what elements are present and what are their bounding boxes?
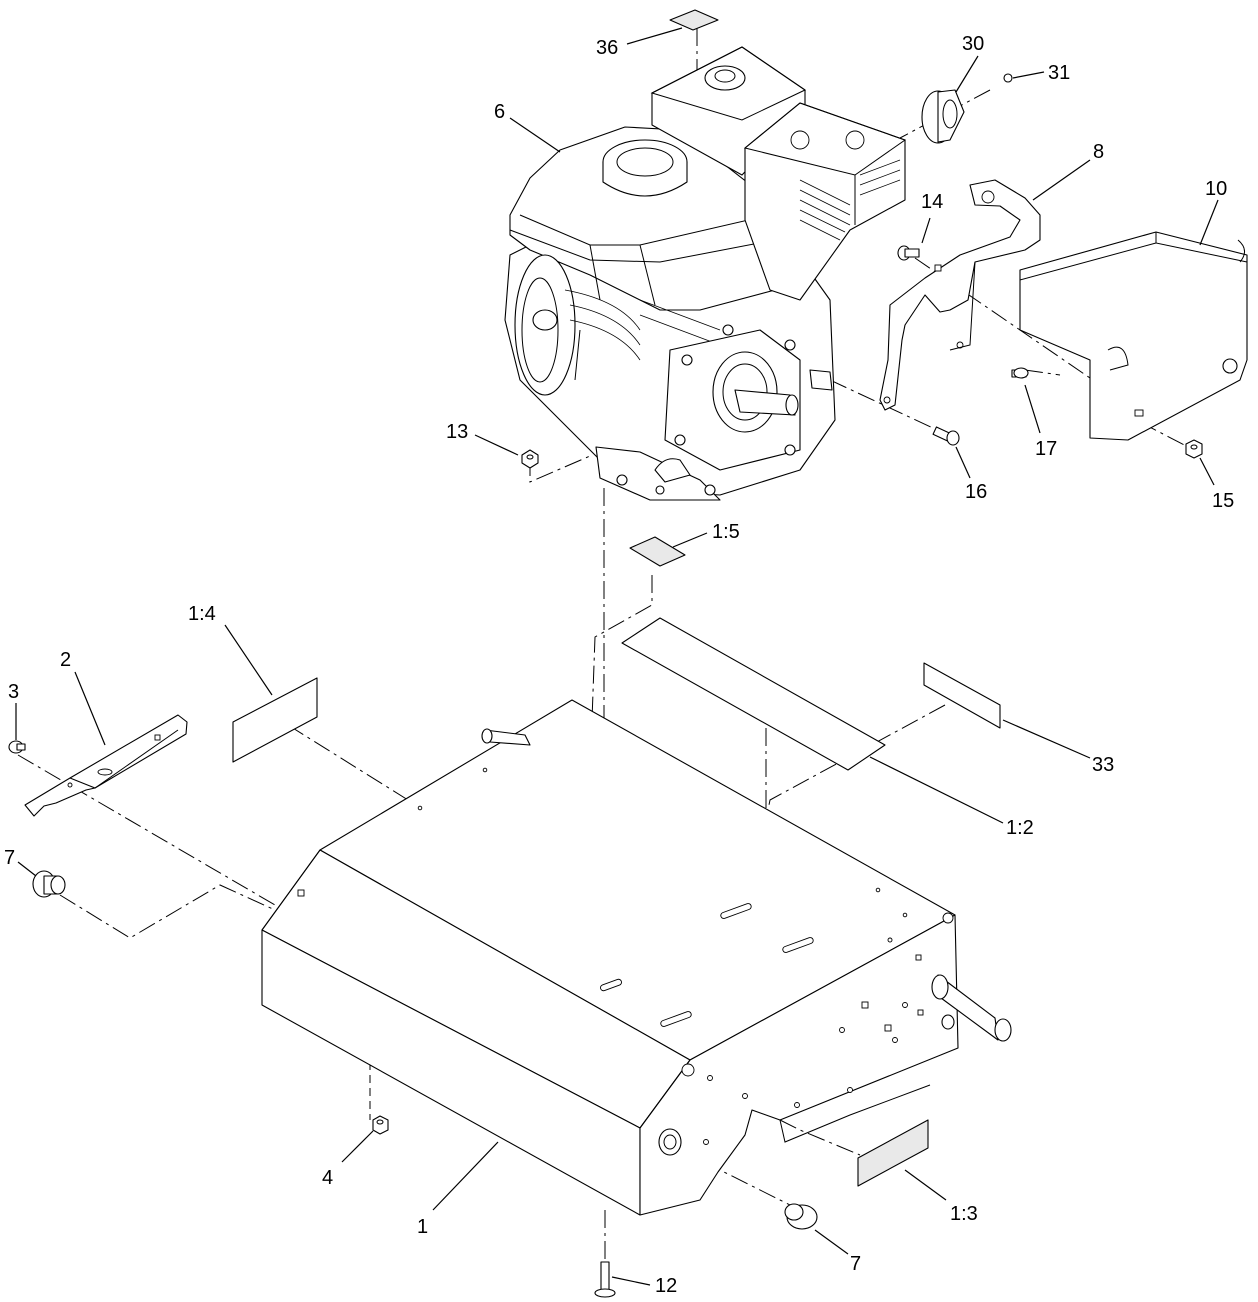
callout-8: 8 (1093, 141, 1104, 163)
plate-part-2 (24, 714, 188, 817)
callout-4: 4 (322, 1167, 333, 1189)
callout-15: 15 (1212, 490, 1234, 512)
deck-housing (261, 699, 959, 1216)
bushing-part-7-left (32, 870, 66, 898)
decal-33 (923, 662, 1001, 729)
engine-part-6 (504, 46, 907, 501)
callout-3: 3 (8, 681, 19, 703)
bushing-part-7-right (784, 1203, 818, 1230)
callout-10: 10 (1205, 178, 1227, 200)
callout-1: 1 (417, 1216, 428, 1238)
callout-31: 31 (1048, 62, 1070, 84)
callout-6: 6 (494, 101, 505, 123)
axle-shaft-right (931, 974, 1012, 1042)
decal-1-3 (857, 1119, 929, 1187)
cover-part-10 (1019, 231, 1248, 441)
callout-1-5: 1:5 (712, 521, 740, 543)
bolt-part-16 (932, 426, 960, 446)
callout-13: 13 (446, 421, 468, 443)
bolt-part-17 (1011, 367, 1029, 379)
callout-labels: 36 30 31 6 8 10 14 13 17 16 15 1:5 1:4 2… (4, 33, 1234, 1297)
callout-leaders (15, 27, 1219, 1286)
callout-36: 36 (596, 37, 618, 59)
callout-7-left: 7 (4, 847, 15, 869)
decal-1-5 (629, 536, 686, 567)
cap-part-30 (921, 89, 965, 144)
callout-14: 14 (921, 191, 943, 213)
callout-16: 16 (965, 481, 987, 503)
bracket-part-8 (879, 179, 1041, 411)
decal-36 (669, 9, 719, 31)
bolt-part-3 (8, 740, 26, 754)
callout-30: 30 (962, 33, 984, 55)
decal-1-2 (621, 617, 886, 771)
callout-1-4: 1:4 (188, 603, 216, 625)
nut-part-15 (1185, 439, 1203, 459)
callout-17: 17 (1035, 438, 1057, 460)
callout-12: 12 (655, 1275, 677, 1297)
callout-1-3: 1:3 (950, 1203, 978, 1225)
nut-part-4 (372, 1115, 389, 1135)
nut-part-13 (521, 449, 539, 469)
callout-7-right: 7 (850, 1253, 861, 1275)
bolt-part-12 (594, 1261, 616, 1298)
bolt-part-14 (897, 245, 920, 261)
bolt-part-31 (1003, 73, 1013, 83)
axle-shaft-left (481, 728, 531, 746)
callout-2: 2 (60, 649, 71, 671)
callout-1-2: 1:2 (1006, 817, 1034, 839)
callout-33: 33 (1092, 754, 1114, 776)
decal-1-4 (232, 677, 318, 763)
